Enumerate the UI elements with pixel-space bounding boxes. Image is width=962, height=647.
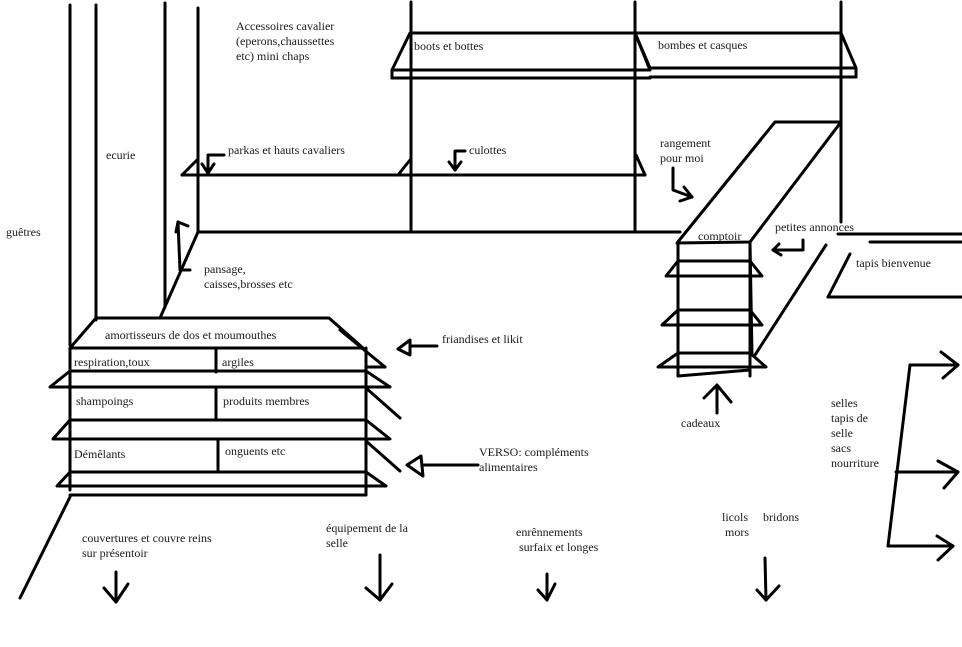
arrow-equipement-head <box>364 582 394 602</box>
rail-line <box>634 153 647 177</box>
wall-line <box>158 230 200 320</box>
arrow-culottes-head <box>447 160 463 172</box>
arrow-parkas-head <box>200 162 216 175</box>
label-culottes: culottes <box>469 143 507 157</box>
bracket-line <box>886 363 912 548</box>
arrow-petites-annonces <box>771 238 805 252</box>
arrow-enrennements-head <box>536 582 557 602</box>
shelf-line <box>18 495 72 600</box>
shelf-side <box>338 328 387 369</box>
label-boots-et-bottes: boots et bottes <box>414 39 484 53</box>
label-demelants: Démêlants <box>74 447 126 461</box>
label-parkas: parkas et hauts cavaliers <box>228 143 345 157</box>
rail-line <box>396 158 412 177</box>
arrow-parkas <box>206 153 226 175</box>
label-enrennements: enrênnements surfaix et longes <box>516 525 599 554</box>
arrow-petites-head <box>771 242 783 257</box>
label-verso-complements: VERSO: compléments alimentaires <box>479 445 589 474</box>
label-selles-list: selles tapis de selle sacs nourriture <box>831 396 879 470</box>
arrow-rangement-head <box>678 185 694 203</box>
counter-tier <box>660 308 764 327</box>
arrow-verso-head <box>405 454 425 478</box>
label-onguents: onguents etc <box>225 444 286 458</box>
shelf-tier <box>48 369 392 389</box>
shelf-tier <box>51 418 392 441</box>
shelf-side <box>364 386 402 420</box>
label-equipement-selle: équipement de la selle <box>326 521 408 550</box>
counter-tier <box>664 259 764 278</box>
label-friandises: friandises et likit <box>442 332 523 346</box>
label-produits-membres: produits membres <box>223 394 310 408</box>
label-ecurie: ecurie <box>106 148 136 162</box>
label-pansage: pansage, caisses,brosses etc <box>204 262 293 291</box>
label-cadeaux: cadeaux <box>681 416 721 430</box>
label-rangement: rangement pour moi <box>660 136 711 165</box>
tapis-line <box>826 252 852 299</box>
rail-line <box>180 158 199 177</box>
arrow-pansage-head <box>174 220 190 234</box>
arrow-couvertures-head <box>102 582 130 604</box>
shelf-boots <box>390 31 652 72</box>
counter-base <box>676 365 752 378</box>
arrow-friandises-head <box>396 338 412 357</box>
arrow-selles-3-head <box>935 534 955 562</box>
label-respiration-toux: respiration,toux <box>74 355 150 369</box>
label-amortisseurs: amortisseurs de dos et moumouthes <box>105 328 277 342</box>
label-accessoires-cavalier: Accessoires cavalier (eperons,chaussette… <box>236 19 335 63</box>
label-argiles: argiles <box>222 355 254 369</box>
counter-tier <box>656 351 768 369</box>
counter-diag <box>753 243 828 357</box>
label-tapis-bienvenue: tapis bienvenue <box>856 256 931 270</box>
label-couvertures: couvertures et couvre reins sur présento… <box>82 531 212 560</box>
arrow-licols <box>763 556 768 602</box>
label-comptoir: comptoir <box>698 229 742 243</box>
counter-top <box>675 120 843 245</box>
label-petites-annonces: petites annonces <box>775 220 854 234</box>
shelf-tier <box>55 470 388 488</box>
shelf-side <box>364 439 402 473</box>
arrow-cadeaux-head <box>702 383 733 404</box>
arrow-pansage <box>176 220 192 272</box>
label-bombes-et-casques: bombes et casques <box>658 38 748 52</box>
arrow-licols-head <box>755 584 781 602</box>
label-licols-bridons-mors: licols bridons mors <box>722 510 799 539</box>
label-shampoings: shampoings <box>76 394 134 408</box>
arrow-culottes <box>453 149 467 172</box>
arrow-selles-1-head <box>939 350 960 380</box>
arrow-selles-2-head <box>936 459 960 490</box>
label-guetres: guêtres <box>6 225 41 239</box>
arrow-rangement <box>671 166 694 199</box>
